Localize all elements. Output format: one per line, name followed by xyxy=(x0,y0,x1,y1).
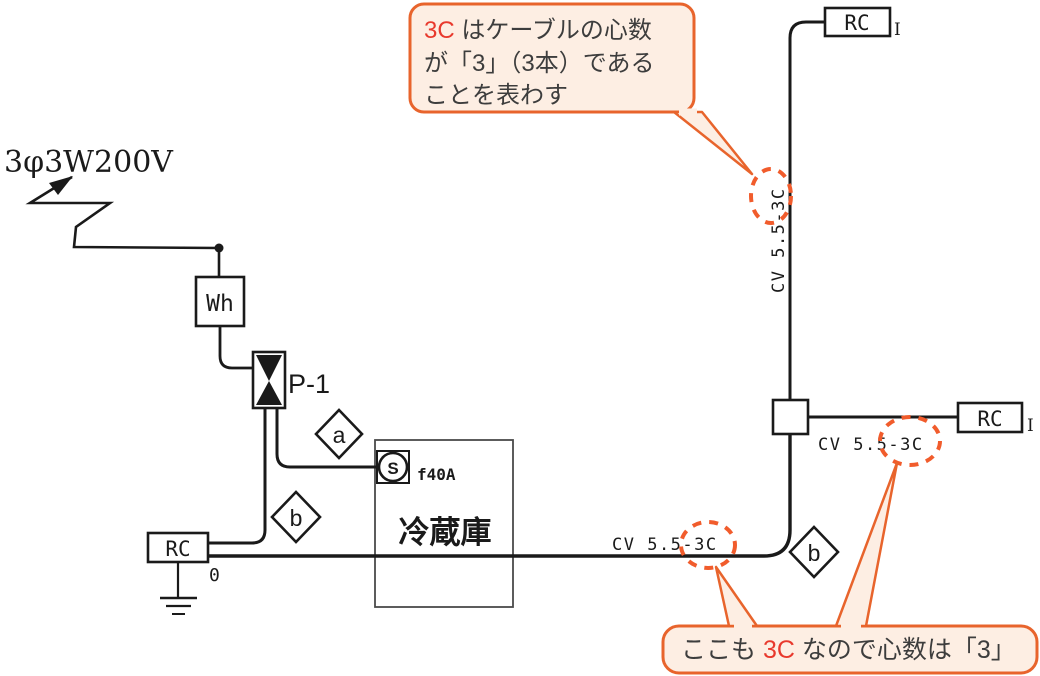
breaker-bowtie-bottom-icon xyxy=(256,381,282,405)
ground-symbol-icon xyxy=(160,562,197,615)
top-bubble-body xyxy=(408,2,696,114)
outlet-right: RC I xyxy=(956,401,1034,436)
outlet-top-box xyxy=(823,6,892,38)
top-bubble-line3: ことを表わす xyxy=(424,82,568,109)
circuit-tag-b-left: b xyxy=(270,490,322,544)
bottom-annotation-bubble xyxy=(661,461,1039,675)
top-bubble-line2: が「3」（3本）である xyxy=(424,49,655,77)
meter-label: Wh xyxy=(206,291,234,317)
outlet-left-box xyxy=(146,531,210,564)
highlight-circle-branch-3c xyxy=(878,415,942,467)
wire-circuit-a-to-switch xyxy=(275,408,377,469)
source-voltage-label: 3φ3W200V xyxy=(4,145,174,180)
wire-meter-to-breaker xyxy=(218,326,253,370)
outlet-left: RC 0 xyxy=(146,531,220,615)
power-source xyxy=(25,175,224,277)
refrigerator-load: 冷蔵庫 xyxy=(374,439,514,608)
switch-circle xyxy=(377,451,409,483)
top-annotation-bubble xyxy=(408,2,754,176)
refrigerator-label: 冷蔵庫 xyxy=(399,515,492,550)
outlet-right-label: RC xyxy=(977,407,1002,431)
outlet-right-box xyxy=(956,401,1024,434)
bottom-bubble-prefix: ここも xyxy=(681,636,763,664)
fuse-rating-label: f40A xyxy=(417,465,456,484)
tag-b-right-diamond xyxy=(788,525,840,579)
breaker-p1: P-1 xyxy=(251,350,330,410)
outlet-top-suffix: I xyxy=(894,20,901,40)
cable-label-branch: CV 5.5-3C xyxy=(818,435,924,455)
circuit-tag-b-right: b xyxy=(788,525,840,579)
tag-b-right-label: b xyxy=(808,540,821,566)
top-bubble-tail xyxy=(672,110,754,176)
top-bubble-line1-rest: はケーブルの心数 xyxy=(454,17,652,44)
bottom-bubble-highlight-3c: 3C xyxy=(762,636,795,664)
outlet-left-label: RC xyxy=(165,537,190,561)
cable-label-riser: CV 5.5-3C xyxy=(769,187,789,293)
breaker-bowtie-top-icon xyxy=(256,355,282,381)
wire-main-run xyxy=(208,434,792,558)
breaker-label: P-1 xyxy=(288,369,330,399)
watt-hour-meter: Wh xyxy=(194,275,253,370)
cable-label-main-run: CV 5.5-3C xyxy=(612,535,718,555)
wire-riser-to-top-outlet xyxy=(788,20,825,400)
outlet-right-suffix: I xyxy=(1027,416,1034,436)
refrigerator-switch: S f40A xyxy=(376,450,456,484)
outlet-left-sub-label: 0 xyxy=(209,565,220,586)
wire-circuit-b-drop xyxy=(208,408,267,545)
top-bubble-text: 3C はケーブルの心数 が「3」（3本）である ことを表わす xyxy=(424,15,688,113)
bottom-bubble-tail-right xyxy=(834,461,899,628)
pull-box xyxy=(771,398,810,436)
outlet-top: RC I xyxy=(823,6,901,40)
bottom-bubble-suffix: なので心数は「3」 xyxy=(794,636,1016,664)
meter-box xyxy=(194,275,246,328)
bottom-bubble-tail-left xyxy=(714,565,759,628)
tag-a-label: a xyxy=(333,422,346,448)
bottom-bubble-text: ここも 3C なので心数は「3」 xyxy=(681,635,1016,665)
tag-b-left-label: b xyxy=(290,505,303,531)
service-arrowhead-icon xyxy=(49,176,73,195)
top-bubble-line1: 3C はケーブルの心数 xyxy=(424,15,688,48)
top-bubble-highlight-3c: 3C xyxy=(424,17,455,44)
outlet-top-label: RC xyxy=(844,11,869,35)
switch-label: S xyxy=(387,459,398,478)
tag-b-left-diamond xyxy=(270,490,322,544)
tag-a-diamond xyxy=(314,408,364,460)
highlight-circle-main-3c xyxy=(679,520,737,570)
service-entrance-zigzag xyxy=(25,175,220,250)
circuit-tag-a: a xyxy=(314,408,364,460)
highlight-circle-riser-3c xyxy=(749,167,793,225)
